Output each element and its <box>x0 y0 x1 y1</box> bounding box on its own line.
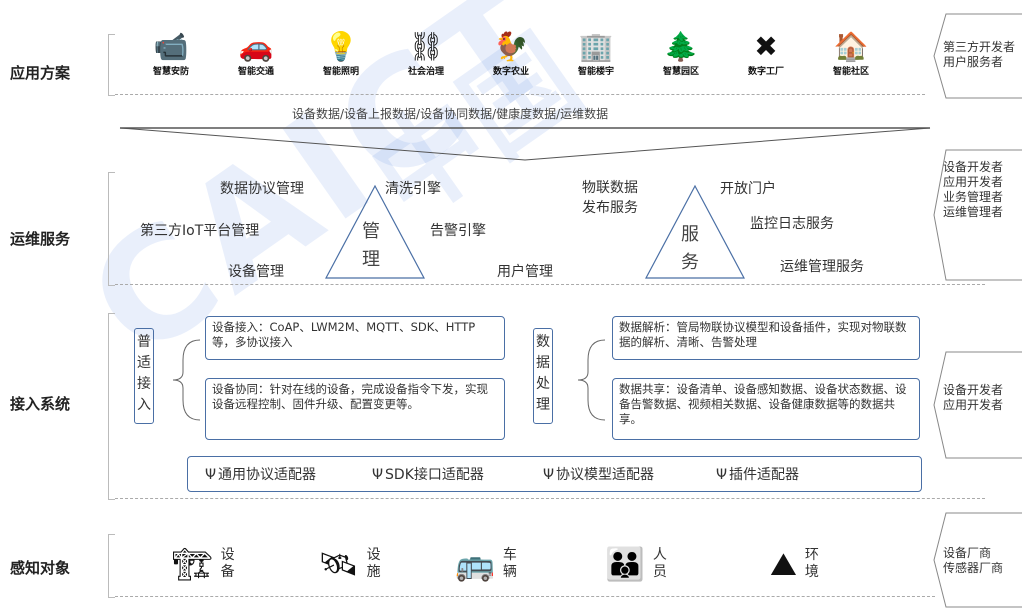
svc-ops-mgmt: 运维管理服务 <box>780 259 864 275</box>
building-icon: 🏢 <box>578 30 614 63</box>
usb-icon: Ψ <box>543 467 555 483</box>
layer-label-application: 应用方案 <box>10 64 71 82</box>
layer-label-ops: 运维服务 <box>10 230 71 248</box>
car-icon: 🚗 <box>238 30 274 63</box>
svc-open-portal: 开放门户 <box>720 181 776 197</box>
tools-icon: ✖ <box>754 30 778 63</box>
bracket-application <box>108 34 115 96</box>
role-ops: 设备开发者 应用开发者 业务管理者 运维管理者 <box>943 160 1004 219</box>
bracket-sensing <box>108 534 115 598</box>
usb-icon: Ψ <box>716 467 728 483</box>
service-char-2: 务 <box>681 252 699 273</box>
data-parse-box: 数据解析：管局物联协议模型和设备插件，实现对物联数据的解析、清晰、告警处理 <box>612 316 920 360</box>
service-triangle <box>645 184 745 279</box>
landscape-icon: ⛰ <box>770 545 797 583</box>
app-item[interactable]: 🏠智能社区 <box>820 30 882 77</box>
separator <box>115 498 985 499</box>
separator <box>115 94 925 95</box>
svc-data-publish: 物联数据 发布服务 <box>582 180 638 216</box>
device-collab-box: 设备协同：针对在线的设备，完成设备指令下发，实现设备远程控制、固件升级、配置变更… <box>205 378 505 440</box>
adapter-bar <box>187 456 922 492</box>
role-access: 设备开发者 应用开发者 <box>943 383 1004 412</box>
crane-icon: 🏗 <box>172 545 213 583</box>
universal-access-label: 普 适 接 入 <box>134 328 154 424</box>
app-item[interactable]: 💡智能照明 <box>310 30 372 77</box>
sense-personnel: 👪人员 <box>605 545 667 583</box>
svc-monitor-log: 监控日志服务 <box>750 216 834 232</box>
sense-environment: ⛰环境 <box>770 545 819 583</box>
app-item[interactable]: 🏢智能楼宇 <box>565 30 627 77</box>
app-item[interactable]: ⛓社会治理 <box>395 30 457 77</box>
data-flow-text: 设备数据/设备上报数据/设备协同数据/健康度数据/运维数据 <box>292 107 609 121</box>
service-char-1: 服 <box>681 224 699 245</box>
people-icon: 👪 <box>605 545 645 583</box>
park-icon: 🌲 <box>663 30 699 63</box>
data-share-box: 数据共享：设备清单、设备感知数据、设备状态数据、设备告警数据、视频相关数据、设备… <box>612 378 920 440</box>
light-bulb-icon: 💡 <box>323 30 359 63</box>
svc-third-party-iot: 第三方IoT平台管理 <box>140 223 260 239</box>
management-triangle <box>325 184 425 279</box>
app-item[interactable]: 🌲智慧园区 <box>650 30 712 77</box>
data-processing-label: 数 据 处 理 <box>533 328 553 424</box>
management-char-2: 理 <box>362 249 380 270</box>
svc-user-mgmt: 用户管理 <box>497 264 553 280</box>
layer-label-access: 接入系统 <box>10 395 71 413</box>
role-sensing: 设备厂商 传感器厂商 <box>943 546 1004 575</box>
svc-alarm-engine: 告警引擎 <box>430 223 486 239</box>
sense-vehicle: 🚌车辆 <box>455 545 517 583</box>
svc-device-mgmt: 设备管理 <box>228 264 284 280</box>
app-item[interactable]: 🚗智能交通 <box>225 30 287 77</box>
app-item[interactable]: 📹智慧安防 <box>140 30 202 77</box>
separator <box>115 596 935 597</box>
data-funnel <box>119 127 931 161</box>
role-application: 第三方开发者 用户服务者 <box>943 40 1016 69</box>
sense-device: 🏗设备 <box>172 545 235 583</box>
svc-protocol-mgmt: 数据协议管理 <box>220 181 304 197</box>
management-char-1: 管 <box>362 221 380 242</box>
security-camera-icon: 📹 <box>153 30 189 63</box>
handcuffs-icon: ⛓ <box>408 30 444 63</box>
layer-label-sensing: 感知对象 <box>10 559 71 577</box>
device-access-box: 设备接入：CoAP、LWM2M、MQTT、SDK、HTTP等，多协议接入 <box>205 316 505 360</box>
app-item[interactable]: ✖数字工厂 <box>735 30 797 77</box>
usb-icon: Ψ <box>205 467 217 483</box>
bus-icon: 🚌 <box>455 545 495 583</box>
bracket-access <box>108 313 115 500</box>
usb-icon: Ψ <box>372 467 384 483</box>
role-chevrons <box>933 13 1022 608</box>
svc-cleaning-engine: 清洗引擎 <box>385 181 441 197</box>
satellite-icon: 🛰 <box>318 545 359 583</box>
house-icon: 🏠 <box>833 30 869 63</box>
separator <box>115 284 985 285</box>
brace-left <box>172 339 201 421</box>
rooster-icon: 🐓 <box>493 30 529 63</box>
bracket-ops <box>108 172 115 286</box>
app-item[interactable]: 🐓数字农业 <box>480 30 542 77</box>
brace-right <box>577 339 606 421</box>
sense-facility: 🛰设施 <box>318 545 381 583</box>
